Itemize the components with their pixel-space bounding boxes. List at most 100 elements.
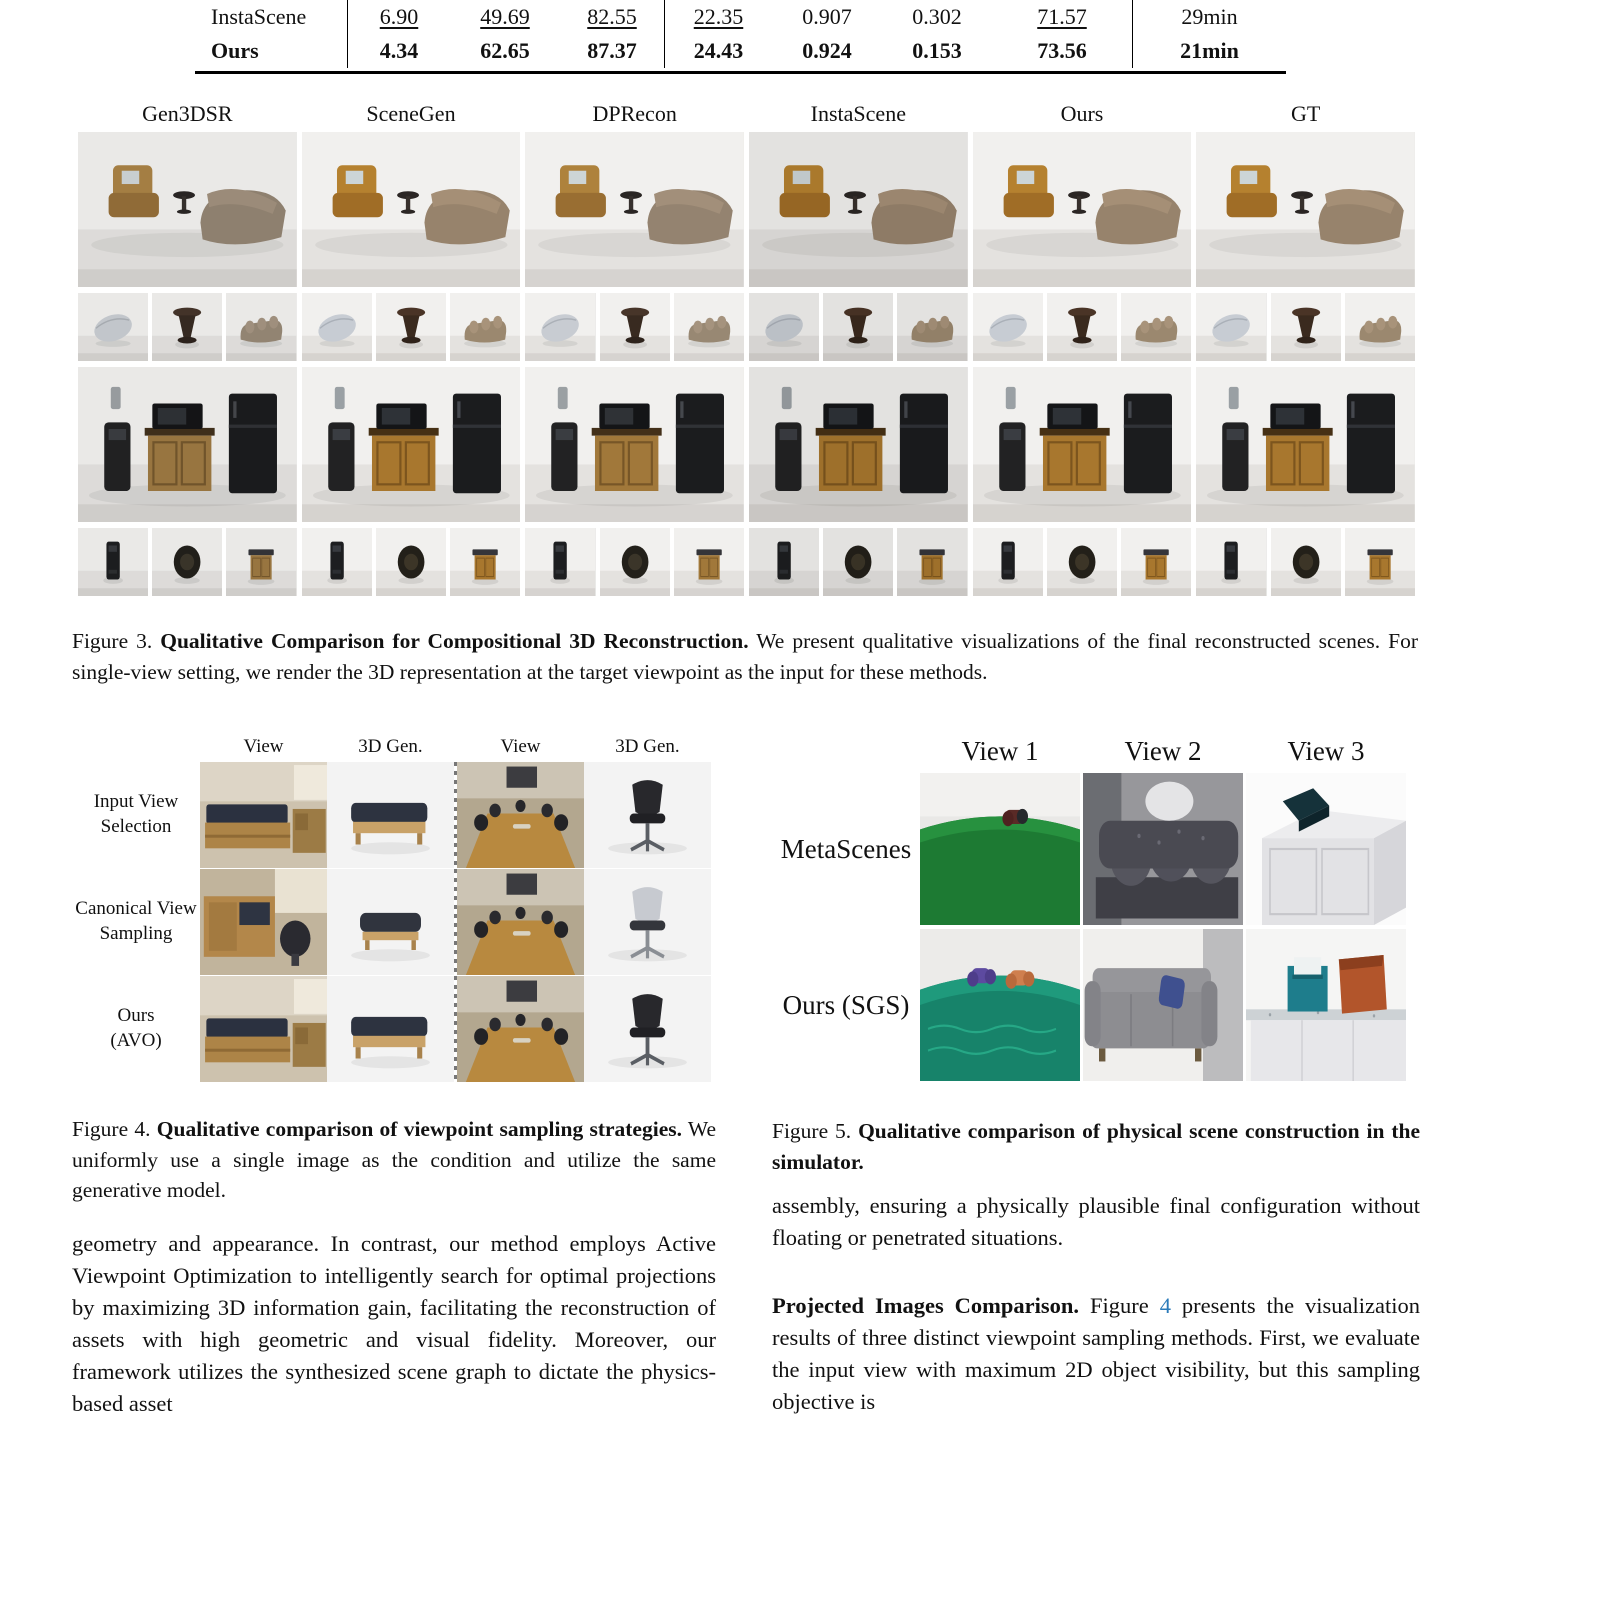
speaker-crop-image xyxy=(375,528,447,596)
kitchen-render-image xyxy=(78,367,297,522)
figure4-row: Canonical View Sampling xyxy=(72,869,715,975)
figure4-column-header: View xyxy=(500,736,541,757)
white-cabinet-render-image xyxy=(1246,773,1406,925)
side-table-crop-image xyxy=(823,293,894,361)
object-crops-row xyxy=(1196,293,1415,361)
metric-value: 0.907 xyxy=(802,4,852,29)
chair-3dgen-image xyxy=(584,762,711,868)
speaker-crop-image xyxy=(1046,528,1118,596)
bed-3dgen-image xyxy=(327,976,454,1082)
side-table-crop-image xyxy=(1046,293,1118,361)
kitchen-render-image xyxy=(972,367,1192,522)
sofa-crop-image xyxy=(673,293,744,361)
figure-4-caption: Figure 4. Qualitative comparison of view… xyxy=(72,1114,716,1206)
right-column-paragraph-1: assembly, ensuring a physically plausibl… xyxy=(772,1193,1420,1250)
pillow-crop-image xyxy=(749,293,820,361)
speaker-crop-image xyxy=(823,528,894,596)
pillow-crop-image xyxy=(525,293,596,361)
object-crops-row xyxy=(749,528,968,596)
figure-4-reference-link[interactable]: 4 xyxy=(1159,1293,1171,1318)
paragraph-text-pre: Figure xyxy=(1090,1293,1160,1318)
dispenser-crop-image xyxy=(1196,528,1267,596)
figure5-column-headers: View 1 View 2 View 3 xyxy=(772,736,1420,767)
figure4-row-label: Ours (AVO) xyxy=(110,1005,162,1051)
figure5-column-header: View 1 xyxy=(961,736,1039,766)
figure-3-caption: Figure 3. Qualitative Comparison for Com… xyxy=(72,626,1418,687)
figure5-caption-label: Figure 5. xyxy=(772,1119,852,1143)
right-column-paragraph-2: Projected Images Comparison. Figure 4 pr… xyxy=(772,1290,1420,1418)
method-name: Ours xyxy=(211,38,259,63)
sofa-crop-image xyxy=(226,293,297,361)
object-crops-row xyxy=(78,528,297,596)
figure5-column-header: View 2 xyxy=(1124,736,1202,766)
meeting-view-photo-image xyxy=(457,762,584,868)
metric-value: 0.924 xyxy=(802,38,852,63)
figure5-row-label: Ours (SGS) xyxy=(782,989,910,1020)
cart-crop-image xyxy=(673,528,744,596)
sofa-crop-image xyxy=(1344,293,1415,361)
left-column-paragraph: geometry and appearance. In contrast, ou… xyxy=(72,1231,716,1416)
chair-3dgen-image xyxy=(584,976,711,1082)
green-bed-render-image xyxy=(920,773,1080,925)
metric-value: 29min xyxy=(1132,0,1286,34)
metric-value: 71.57 xyxy=(1037,4,1087,29)
metric-value: 21min xyxy=(1132,34,1286,68)
bed-3dgen-image xyxy=(327,762,454,868)
dispenser-crop-image xyxy=(972,528,1043,596)
living-room-render-image xyxy=(749,132,968,287)
metric-value: 4.34 xyxy=(347,34,450,68)
figure4-column-header: 3D Gen. xyxy=(358,736,423,757)
metric-value: 6.90 xyxy=(347,0,450,34)
dispenser-crop-image xyxy=(525,528,596,596)
table-bottom-rule xyxy=(195,71,1286,74)
living-room-render-image xyxy=(78,132,297,287)
pillow-crop-image xyxy=(301,293,372,361)
desk-view-photo-image xyxy=(200,869,327,975)
cart-crop-image xyxy=(897,528,968,596)
figure5-caption-title: Qualitative comparison of physical scene… xyxy=(772,1119,1420,1174)
figure-5-caption: Figure 5. Qualitative comparison of phys… xyxy=(772,1116,1420,1177)
figure3-column-header: InstaScene xyxy=(810,101,906,126)
side-table-crop-image xyxy=(599,293,670,361)
metric-value: 73.56 xyxy=(1037,38,1087,63)
living-room-render-image xyxy=(301,132,521,287)
figure3-column-header: Ours xyxy=(1060,101,1104,126)
pillow-crop-image xyxy=(78,293,149,361)
dispenser-crop-image xyxy=(301,528,372,596)
figure5-row: Ours (SGS) xyxy=(772,929,1420,1081)
living-room-render-image xyxy=(972,132,1192,287)
figure4-column-header: 3D Gen. xyxy=(615,736,680,757)
metric-value: 0.302 xyxy=(912,4,962,29)
metric-value: 0.153 xyxy=(912,38,962,63)
object-crops-row xyxy=(525,528,744,596)
living-room-render-image xyxy=(525,132,744,287)
speaker-crop-image xyxy=(1270,528,1341,596)
figure4-row: Ours (AVO) xyxy=(72,976,715,1082)
side-table-crop-image xyxy=(152,293,223,361)
object-crops-row xyxy=(1196,528,1415,596)
kitchen-render-image xyxy=(749,367,968,522)
figure3-image-grid xyxy=(78,132,1415,596)
figure3-column xyxy=(1196,132,1415,596)
ottoman-3dgen-image xyxy=(327,869,454,975)
cart-crop-image xyxy=(1121,528,1192,596)
figure4-row-label: Canonical View Sampling xyxy=(75,898,197,944)
object-crops-row xyxy=(78,293,297,361)
meeting-view-photo-image xyxy=(457,976,584,1082)
metric-value: 49.69 xyxy=(480,4,530,29)
object-crops-row xyxy=(525,293,744,361)
metric-value: 24.43 xyxy=(664,34,772,68)
figure3-column xyxy=(972,132,1192,596)
paragraph-lead: Projected Images Comparison. xyxy=(772,1293,1080,1318)
figure5-column-header: View 3 xyxy=(1287,736,1365,766)
cart-crop-image xyxy=(450,528,521,596)
method-name: InstaScene xyxy=(211,4,307,29)
figure4-caption-title: Qualitative comparison of viewpoint samp… xyxy=(156,1117,682,1141)
figure3-column-header: GT xyxy=(1291,101,1321,126)
dotted-divider xyxy=(454,762,457,868)
kitchen-render-image xyxy=(1196,367,1415,522)
